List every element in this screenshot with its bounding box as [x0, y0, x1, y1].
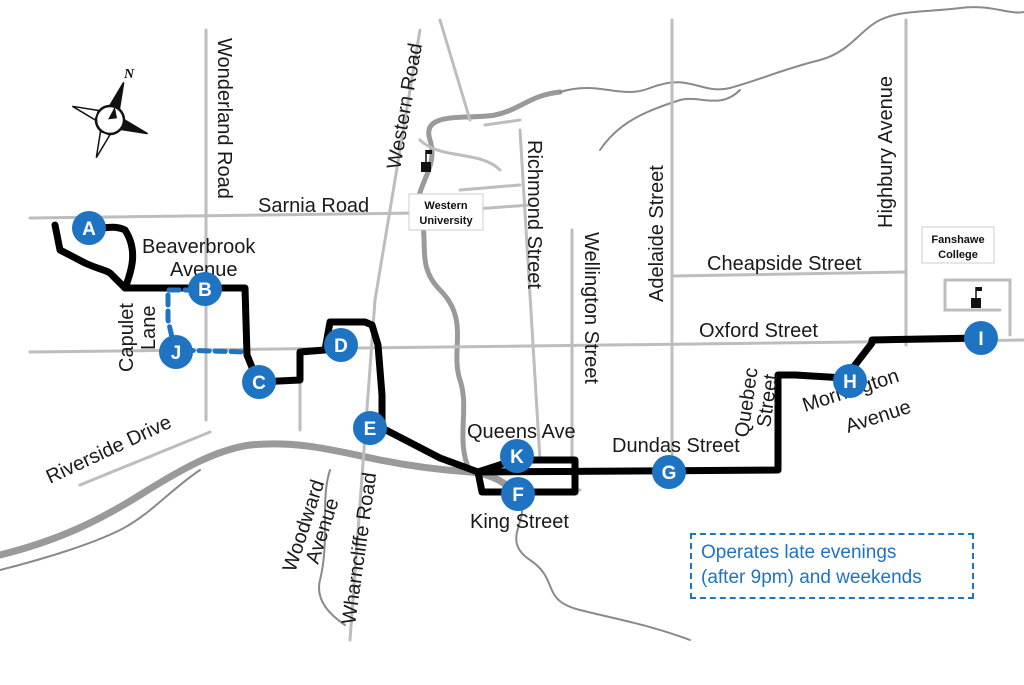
wharncliffe-road-label: Wharncliffe Road — [338, 471, 381, 626]
svg-text:B: B — [198, 280, 212, 301]
compass-circle — [94, 104, 126, 136]
cheapside-street-label: Cheapside Street — [707, 253, 862, 275]
alt-route-path — [165, 287, 250, 355]
western-university-poi: Western University — [408, 150, 484, 231]
svg-text:H: H — [843, 372, 857, 393]
river-south-loop — [318, 469, 346, 626]
stop-f[interactable]: F — [501, 477, 535, 511]
river-lower-west — [0, 469, 201, 571]
stop-c[interactable]: C — [242, 365, 276, 399]
svg-text:K: K — [510, 447, 524, 468]
stop-b[interactable]: B — [188, 272, 222, 306]
stop-a[interactable]: A — [72, 211, 106, 245]
beaverbrook-label-line1: Beaverbrook — [142, 236, 256, 258]
oxford-street-line — [28, 338, 1024, 354]
richmond-street-label: Richmond Street — [523, 140, 545, 289]
building-icon — [971, 298, 981, 308]
wharncliffe-road-line — [348, 298, 377, 642]
river-south-branch — [515, 499, 691, 641]
riverside-drive-line — [78, 430, 212, 487]
campus-roads — [418, 18, 522, 192]
svg-text:E: E — [364, 419, 377, 440]
stop-h[interactable]: H — [833, 364, 867, 398]
wellington-street-label: Wellington Street — [580, 232, 602, 384]
river-east-branch — [559, 6, 1024, 93]
fanshawe-roads — [943, 278, 1012, 337]
stop-k[interactable]: K — [500, 439, 534, 473]
route-main — [121, 284, 984, 496]
street-network — [28, 18, 1024, 642]
queens-ave-label: Queens Ave — [467, 421, 576, 443]
compass-north-label: N — [123, 67, 135, 82]
stops: A B C D E F G H I J K — [72, 211, 998, 511]
capulet-label-line1: Capulet — [116, 303, 138, 372]
mornington-label-line2: Avenue — [843, 396, 914, 438]
wonderland-road-label: Wonderland Road — [213, 38, 235, 199]
western-label-box — [408, 193, 484, 231]
highbury-avenue-label: Highbury Avenue — [875, 76, 897, 228]
dundas-street-label: Dundas Street — [612, 435, 740, 457]
adelaide-street-label: Adelaide Street — [646, 165, 668, 302]
king-street-label: King Street — [470, 511, 569, 533]
svg-text:J: J — [171, 343, 182, 364]
svg-text:C: C — [252, 373, 266, 394]
compass-north-point — [108, 106, 118, 120]
service-note-line2: (after 9pm) and weekends — [701, 567, 922, 588]
svg-text:D: D — [334, 336, 348, 357]
river-tributary — [599, 89, 741, 151]
svg-text:I: I — [978, 329, 983, 350]
service-note-line1: Operates late evenings — [701, 542, 897, 563]
building-icon — [421, 162, 431, 172]
svg-text:A: A — [82, 219, 96, 240]
capulet-label-line2: Lane — [138, 306, 160, 351]
cheapside-street-line — [670, 270, 908, 278]
fanshawe-label-box — [921, 226, 995, 264]
stop-d[interactable]: D — [324, 328, 358, 362]
stop-i[interactable]: I — [964, 321, 998, 355]
compass-rose: N — [72, 67, 148, 158]
alt-route — [165, 287, 250, 355]
route-west-loop — [51, 221, 137, 292]
sarnia-road-label: Sarnia Road — [258, 195, 369, 217]
fanshawe-label-line1: Fanshawe — [931, 234, 984, 246]
main-route — [51, 221, 984, 496]
fanshawe-college-poi: Fanshawe College — [921, 226, 995, 308]
riverside-drive-label: Riverside Drive — [43, 411, 175, 488]
stop-g[interactable]: G — [652, 455, 686, 489]
svg-text:F: F — [512, 485, 524, 506]
stop-e[interactable]: E — [353, 411, 387, 445]
beaverbrook-label-line2: Avenue — [170, 259, 237, 281]
western-label-line2: University — [419, 215, 473, 227]
svg-text:G: G — [662, 463, 677, 484]
fanshawe-label-line2: College — [938, 249, 978, 261]
western-road-label: Western Road — [383, 42, 427, 171]
oxford-street-label: Oxford Street — [699, 320, 818, 342]
stop-j[interactable]: J — [159, 335, 193, 369]
western-label-line1: Western — [424, 200, 467, 212]
service-note: Operates late evenings (after 9pm) and w… — [690, 533, 974, 599]
richmond-street-line — [518, 128, 542, 462]
western-road-line — [373, 28, 422, 302]
